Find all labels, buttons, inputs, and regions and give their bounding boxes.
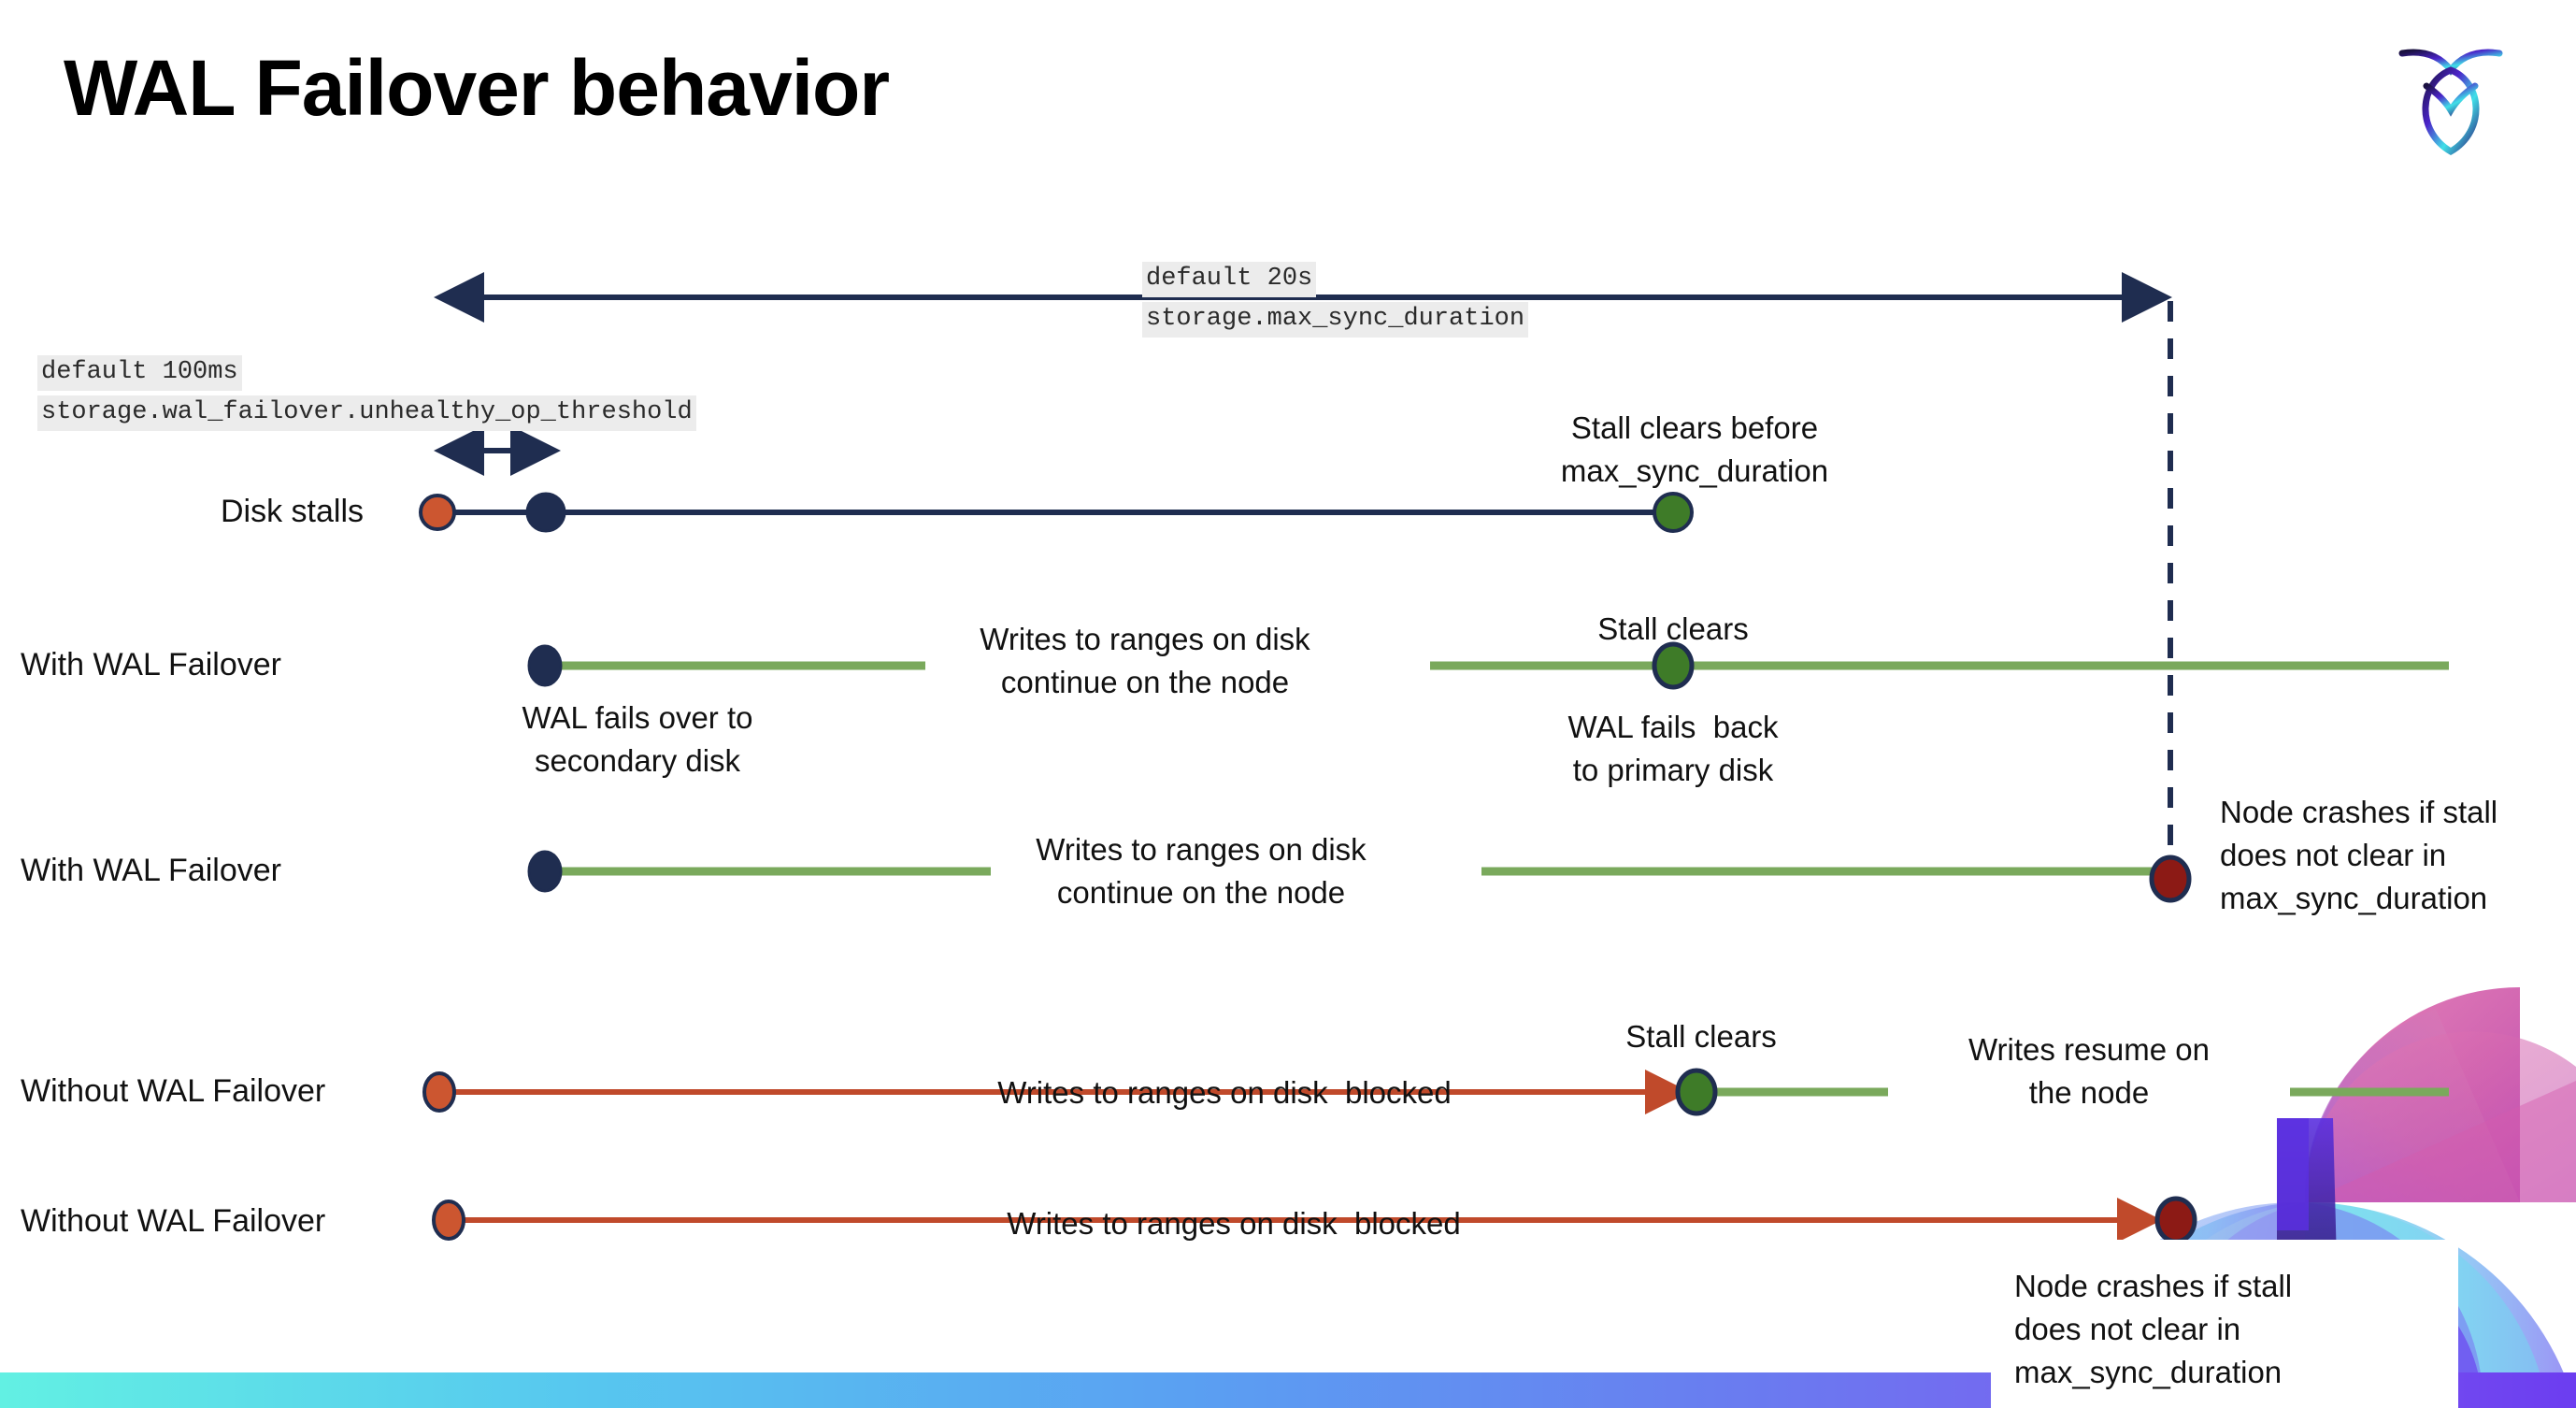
row-label-disk-stalls: Disk stalls (221, 494, 365, 529)
callout-node-crashes-b-line2: does not clear in (2014, 1312, 2241, 1346)
callout-writes-resume-line2: the node (2028, 1075, 2150, 1110)
node-crash-dot-a (2149, 855, 2192, 903)
node-crash-dot-b (2154, 1196, 2197, 1244)
callout-writes-continue-line1: Writes to ranges on disk (980, 622, 1310, 656)
callout-writes-blocked-row4: Writes to ranges on disk blocked (997, 1075, 1452, 1110)
callout-wal-fails-back-line1: WAL fails back (1567, 710, 1779, 744)
unhealthy-threshold-default-chip: default 100ms (37, 355, 242, 391)
max-sync-duration-default-chip: default 20s (1142, 262, 1317, 297)
wal-failback-dot (1652, 641, 1695, 690)
no-failover-stall-clear-dot (1675, 1068, 1718, 1116)
callout-node-crashes-a-line2: does not clear in (2220, 838, 2447, 872)
callout-writes-continue-line2: continue on the node (1000, 665, 1290, 699)
callout-writes-blocked-row5: Writes to ranges on disk blocked (1007, 1206, 1461, 1241)
callout-stall-clears-before-max-line2: max_sync_duration (1560, 453, 1829, 488)
callout-stall-clears-before-max-line1: Stall clears before (1570, 410, 1819, 445)
callout-node-crashes-a-line1: Node crashes if stall (2220, 795, 2498, 829)
disk-stall-start-dot (419, 494, 456, 531)
wal-failover-start-dot (527, 644, 563, 687)
callout-wal-fails-over-line1: WAL fails over to (522, 700, 753, 735)
callout-stall-clears-row2: Stall clears (1597, 611, 1749, 646)
callout-writes-resume-line1: Writes resume on (1968, 1032, 2210, 1067)
failover-trigger-dot (525, 492, 566, 533)
max-sync-duration-setting-chip: storage.max_sync_duration (1142, 302, 1529, 338)
callout-stall-clears-row4: Stall clears (1625, 1019, 1777, 1054)
callout-node-crashes-a-line3: max_sync_duration (2220, 881, 2488, 915)
callout-wal-fails-over-line2: secondary disk (534, 743, 741, 778)
callout-writes-continue-b-line1: Writes to ranges on disk (1036, 832, 1367, 867)
no-failover-crash-start-dot (432, 1200, 465, 1241)
row-label-without-wal-failover-1: Without WAL Failover (21, 1073, 326, 1109)
page-title: WAL Failover behavior (64, 44, 890, 132)
unhealthy-threshold-setting-chip: storage.wal_failover.unhealthy_op_thresh… (37, 395, 696, 431)
callout-node-crashes-b-line3: max_sync_duration (2014, 1355, 2283, 1389)
disk-stall-clear-dot (1653, 492, 1694, 533)
row-label-without-wal-failover-2: Without WAL Failover (21, 1203, 326, 1239)
row-label-with-wal-failover-2: With WAL Failover (21, 853, 281, 888)
callout-wal-fails-back-line2: to primary disk (1572, 753, 1774, 787)
callout-backdrop (1991, 1240, 2458, 1408)
row-label-with-wal-failover-1: With WAL Failover (21, 647, 281, 682)
no-failover-start-dot (422, 1071, 456, 1113)
cockroachdb-logo-icon (2398, 49, 2503, 156)
callout-writes-continue-b-line2: continue on the node (1056, 875, 1346, 910)
callout-node-crashes-b-line1: Node crashes if stall (2014, 1269, 2293, 1303)
wal-failover-crash-start-dot (527, 850, 563, 893)
